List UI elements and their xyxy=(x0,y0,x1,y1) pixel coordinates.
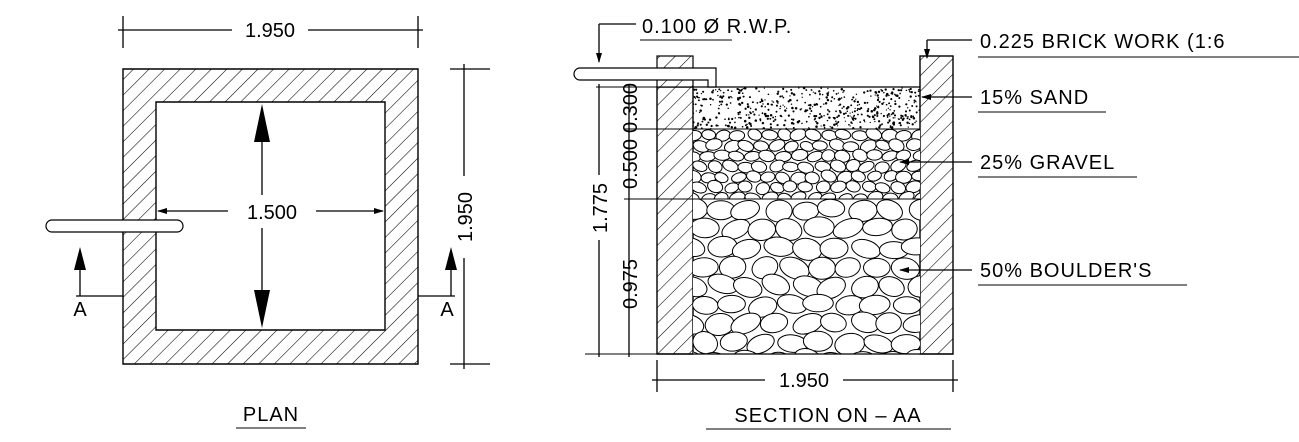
plan-view: 1.950 1.950 1.500 A xyxy=(45,16,490,429)
section-mark-left: A xyxy=(73,247,123,321)
section-width-label: 1.950 xyxy=(779,370,829,392)
sand-label: 15% SAND xyxy=(980,87,1089,109)
plan-height-label: 1.950 xyxy=(455,192,477,242)
plan-width-label: 1.950 xyxy=(245,20,295,42)
plan-caption: PLAN xyxy=(243,404,299,426)
dim-total-depth-label: 1.775 xyxy=(590,183,612,233)
section-mark-right: A xyxy=(418,247,457,321)
gravel-leader: 25% GRAVEL xyxy=(899,152,1137,178)
sand-leader: 15% SAND xyxy=(921,87,1106,113)
plan-width-dimension: 1.950 xyxy=(118,16,423,48)
plan-inner-label: 1.500 xyxy=(247,202,297,224)
boulder-leader: 50% BOULDER'S xyxy=(899,260,1187,286)
section-width-dimension: 1.950 xyxy=(652,360,958,392)
dim-gravel-label: 0.500 xyxy=(620,139,642,189)
section-right-wall xyxy=(919,55,954,355)
arrow-down-icon xyxy=(254,290,270,328)
section-mark-left-label: A xyxy=(73,299,87,321)
section-left-wall xyxy=(656,86,694,355)
gravel-layer xyxy=(693,129,920,199)
section-mark-right-label: A xyxy=(440,299,454,321)
section-depth-dimensions: 1.775 0.300 0.500 0.975 xyxy=(585,83,693,357)
plan-brick-wall xyxy=(122,68,419,365)
arrow-up-icon xyxy=(445,247,457,270)
plan-inner-dimension: 1.500 xyxy=(157,104,384,328)
wall-leader: 0.225 BRICK WORK (1:6 xyxy=(924,31,1299,59)
boulder-label: 50% BOULDER'S xyxy=(980,260,1152,282)
plan-height-dimension: 1.950 xyxy=(450,64,490,369)
section-inlet-pipe xyxy=(573,67,717,88)
pipe-label: 0.100 Ø R.W.P. xyxy=(642,16,792,38)
section-view: 1.775 0.300 0.500 0.975 0.100 Ø R.W.P. 0… xyxy=(573,16,1299,430)
section-caption: SECTION ON – AA xyxy=(734,405,921,427)
wall-label: 0.225 BRICK WORK (1:6 xyxy=(980,31,1226,53)
pipe-leader: 0.100 Ø R.W.P. xyxy=(596,16,792,63)
sand-layer xyxy=(693,87,920,129)
dim-boulder-label: 0.975 xyxy=(620,259,642,309)
arrow-up-icon xyxy=(254,104,270,142)
boulder-layer xyxy=(693,199,920,354)
plan-inlet-pipe xyxy=(45,219,184,233)
gravel-label: 25% GRAVEL xyxy=(980,152,1115,174)
arrow-up-icon xyxy=(74,247,86,270)
dim-sand-label: 0.300 xyxy=(620,83,642,133)
